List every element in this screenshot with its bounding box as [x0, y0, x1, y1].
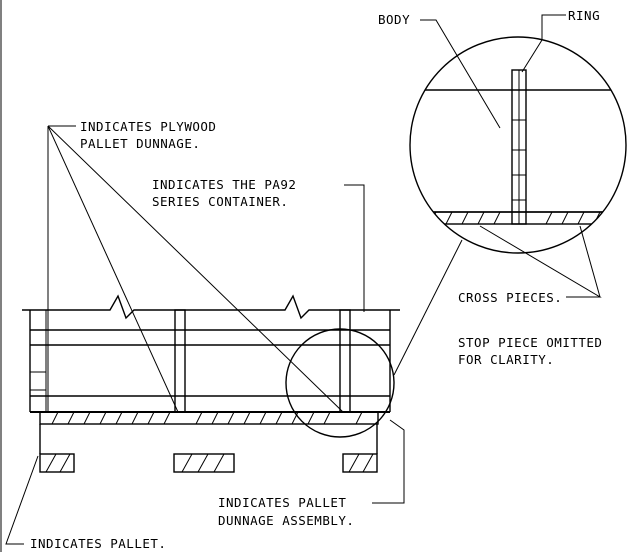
leader-plywood-3: [47, 125, 344, 413]
leader-body: [420, 19, 501, 129]
label-plywood-line2: PALLET DUNNAGE.: [80, 136, 200, 151]
leader-plywood-2: [47, 125, 179, 413]
pallet-foot-center: [173, 453, 235, 473]
pallet-foot-left: [39, 453, 75, 473]
leader-ring: [521, 14, 566, 73]
leader-cross-pieces-1: [479, 225, 602, 298]
detail-callout-circle: [285, 328, 395, 438]
pallet-foot-right: [342, 453, 378, 473]
label-cross-pieces: CROSS PIECES.: [458, 290, 562, 305]
leader-cross-pieces-2: [579, 225, 601, 298]
label-plywood-line1: INDICATES PLYWOOD: [80, 119, 216, 134]
label-ring: RING: [568, 8, 600, 23]
label-stop-piece-line2: FOR CLARITY.: [458, 352, 554, 367]
container-assembly: [22, 294, 400, 473]
break-line: [22, 294, 400, 320]
label-container-line1: INDICATES THE PA92: [152, 177, 296, 192]
label-dunnage-assembly-line2: DUNNAGE ASSEMBLY.: [218, 513, 354, 528]
label-stop-piece-line1: STOP PIECE OMITTED: [458, 335, 602, 350]
pallet-dunnage-band: [39, 411, 379, 425]
label-dunnage-assembly-line1: INDICATES PALLET: [218, 495, 346, 510]
label-body: BODY: [378, 12, 410, 27]
label-container-line2: SERIES CONTAINER.: [152, 194, 288, 209]
leader-pallet: [5, 455, 39, 545]
ring-left: [174, 309, 186, 413]
leader-dunnage-assembly: [372, 419, 405, 504]
leader-container: [344, 184, 365, 312]
label-pallet: INDICATES PALLET.: [30, 536, 166, 551]
detail-view: [409, 36, 627, 254]
ring-right: [339, 309, 351, 413]
